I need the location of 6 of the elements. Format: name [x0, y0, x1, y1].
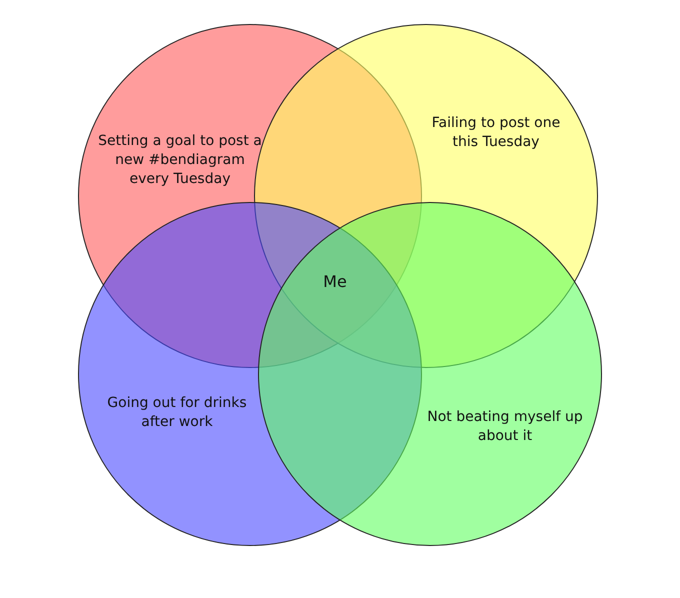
- circle-label: Setting a goal to post a new #bendiagram every Tuesday: [97, 132, 263, 189]
- circle-label: Failing to post one this Tuesday: [430, 114, 562, 152]
- circle-label: Going out for drinks after work: [107, 394, 247, 432]
- circle-label: Not beating myself up about it: [426, 408, 584, 446]
- center-label: Me: [322, 272, 348, 291]
- venn-circle: [258, 202, 602, 546]
